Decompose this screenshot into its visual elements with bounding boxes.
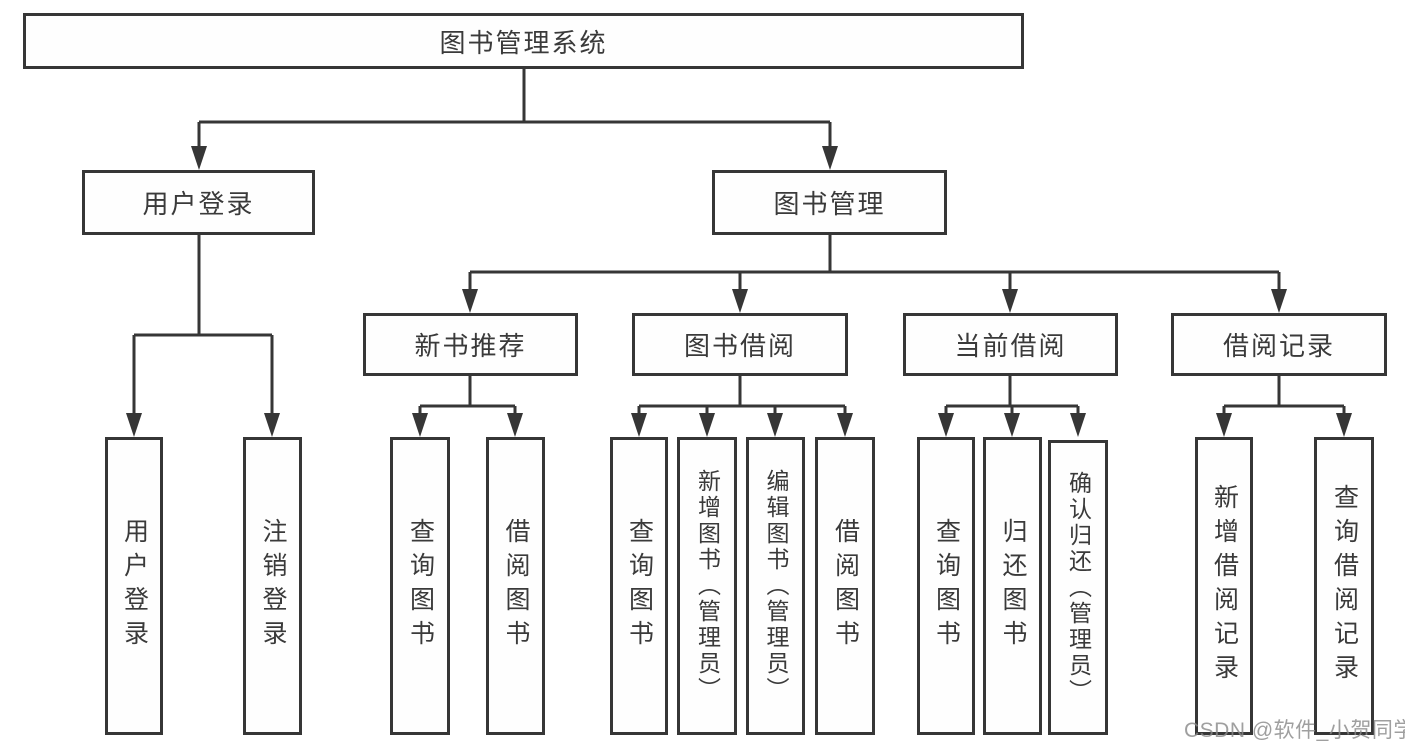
arrowheads bbox=[126, 146, 1352, 437]
node-book-management-branch: 图书管理 bbox=[712, 170, 947, 235]
node-root-system: 图书管理系统 bbox=[23, 13, 1024, 69]
leaf-edit-books-admin: 编辑图书（管理员） bbox=[746, 437, 805, 735]
leaf-confirm-return-admin: 确认归还（管理员） bbox=[1048, 440, 1108, 735]
node-user-login-branch: 用户登录 bbox=[82, 170, 315, 235]
node-current-borrowing: 当前借阅 bbox=[903, 313, 1118, 376]
node-book-borrowing: 图书借阅 bbox=[632, 313, 848, 376]
leaf-user-login: 用户登录 bbox=[105, 437, 163, 735]
leaf-borrow-books-recommend: 借阅图书 bbox=[486, 437, 545, 735]
leaf-logout: 注销登录 bbox=[243, 437, 302, 735]
node-new-book-recommendation: 新书推荐 bbox=[363, 313, 578, 376]
leaf-add-books-admin: 新增图书（管理员） bbox=[677, 437, 737, 735]
node-borrowing-records: 借阅记录 bbox=[1171, 313, 1387, 376]
leaf-add-borrow-record: 新增借阅记录 bbox=[1195, 437, 1253, 735]
csdn-watermark: CSDN @软件_小贺同学 bbox=[1184, 719, 1405, 742]
leaf-query-books-current: 查询图书 bbox=[917, 437, 975, 735]
leaf-query-books-recommend: 查询图书 bbox=[390, 437, 450, 735]
leaf-query-books-borrowing: 查询图书 bbox=[610, 437, 668, 735]
leaf-borrow-books: 借阅图书 bbox=[815, 437, 875, 735]
leaf-return-books: 归还图书 bbox=[983, 437, 1042, 735]
leaf-query-borrow-record: 查询借阅记录 bbox=[1314, 437, 1374, 735]
